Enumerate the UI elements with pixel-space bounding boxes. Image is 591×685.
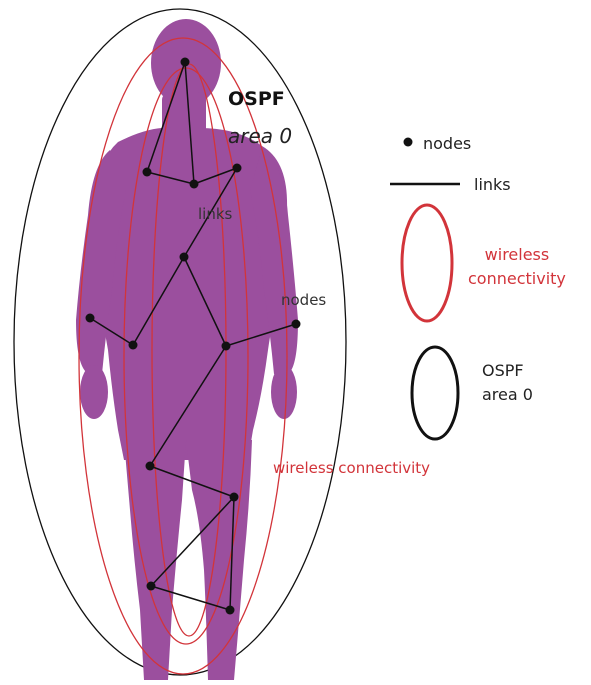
ospf-area-subtitle: area 0 [228, 124, 292, 148]
legend-ospf-line1: OSPF [482, 359, 533, 383]
body-left-hand [80, 365, 108, 419]
node [129, 341, 138, 350]
legend-links-label: links [474, 175, 511, 194]
legend-ospf-symbol [412, 347, 458, 439]
node [233, 164, 242, 173]
node [292, 320, 301, 329]
legend-ospf-line2: area 0 [482, 383, 533, 407]
legend-wireless-label: wireless connectivity [468, 243, 566, 291]
node [222, 342, 231, 351]
node [181, 58, 190, 67]
node [180, 253, 189, 262]
links-label: links [198, 205, 232, 223]
node [146, 462, 155, 471]
legend-node-symbol [404, 138, 413, 147]
legend-symbols [390, 138, 460, 440]
node [230, 493, 239, 502]
legend-nodes-label: nodes [423, 134, 471, 153]
node [226, 606, 235, 615]
legend-wireless-line2: connectivity [468, 267, 566, 291]
legend-wireless-line1: wireless [468, 243, 566, 267]
node [86, 314, 95, 323]
legend-ospf-label: OSPF area 0 [482, 359, 533, 407]
body-right-hand [271, 365, 297, 419]
nodes-label: nodes [281, 291, 326, 309]
ospf-area-title: OSPF [228, 88, 285, 110]
node [147, 582, 156, 591]
legend-wireless-symbol [402, 205, 452, 321]
node [190, 180, 199, 189]
wireless-connectivity-label: wireless connectivity [273, 459, 430, 477]
node [143, 168, 152, 177]
